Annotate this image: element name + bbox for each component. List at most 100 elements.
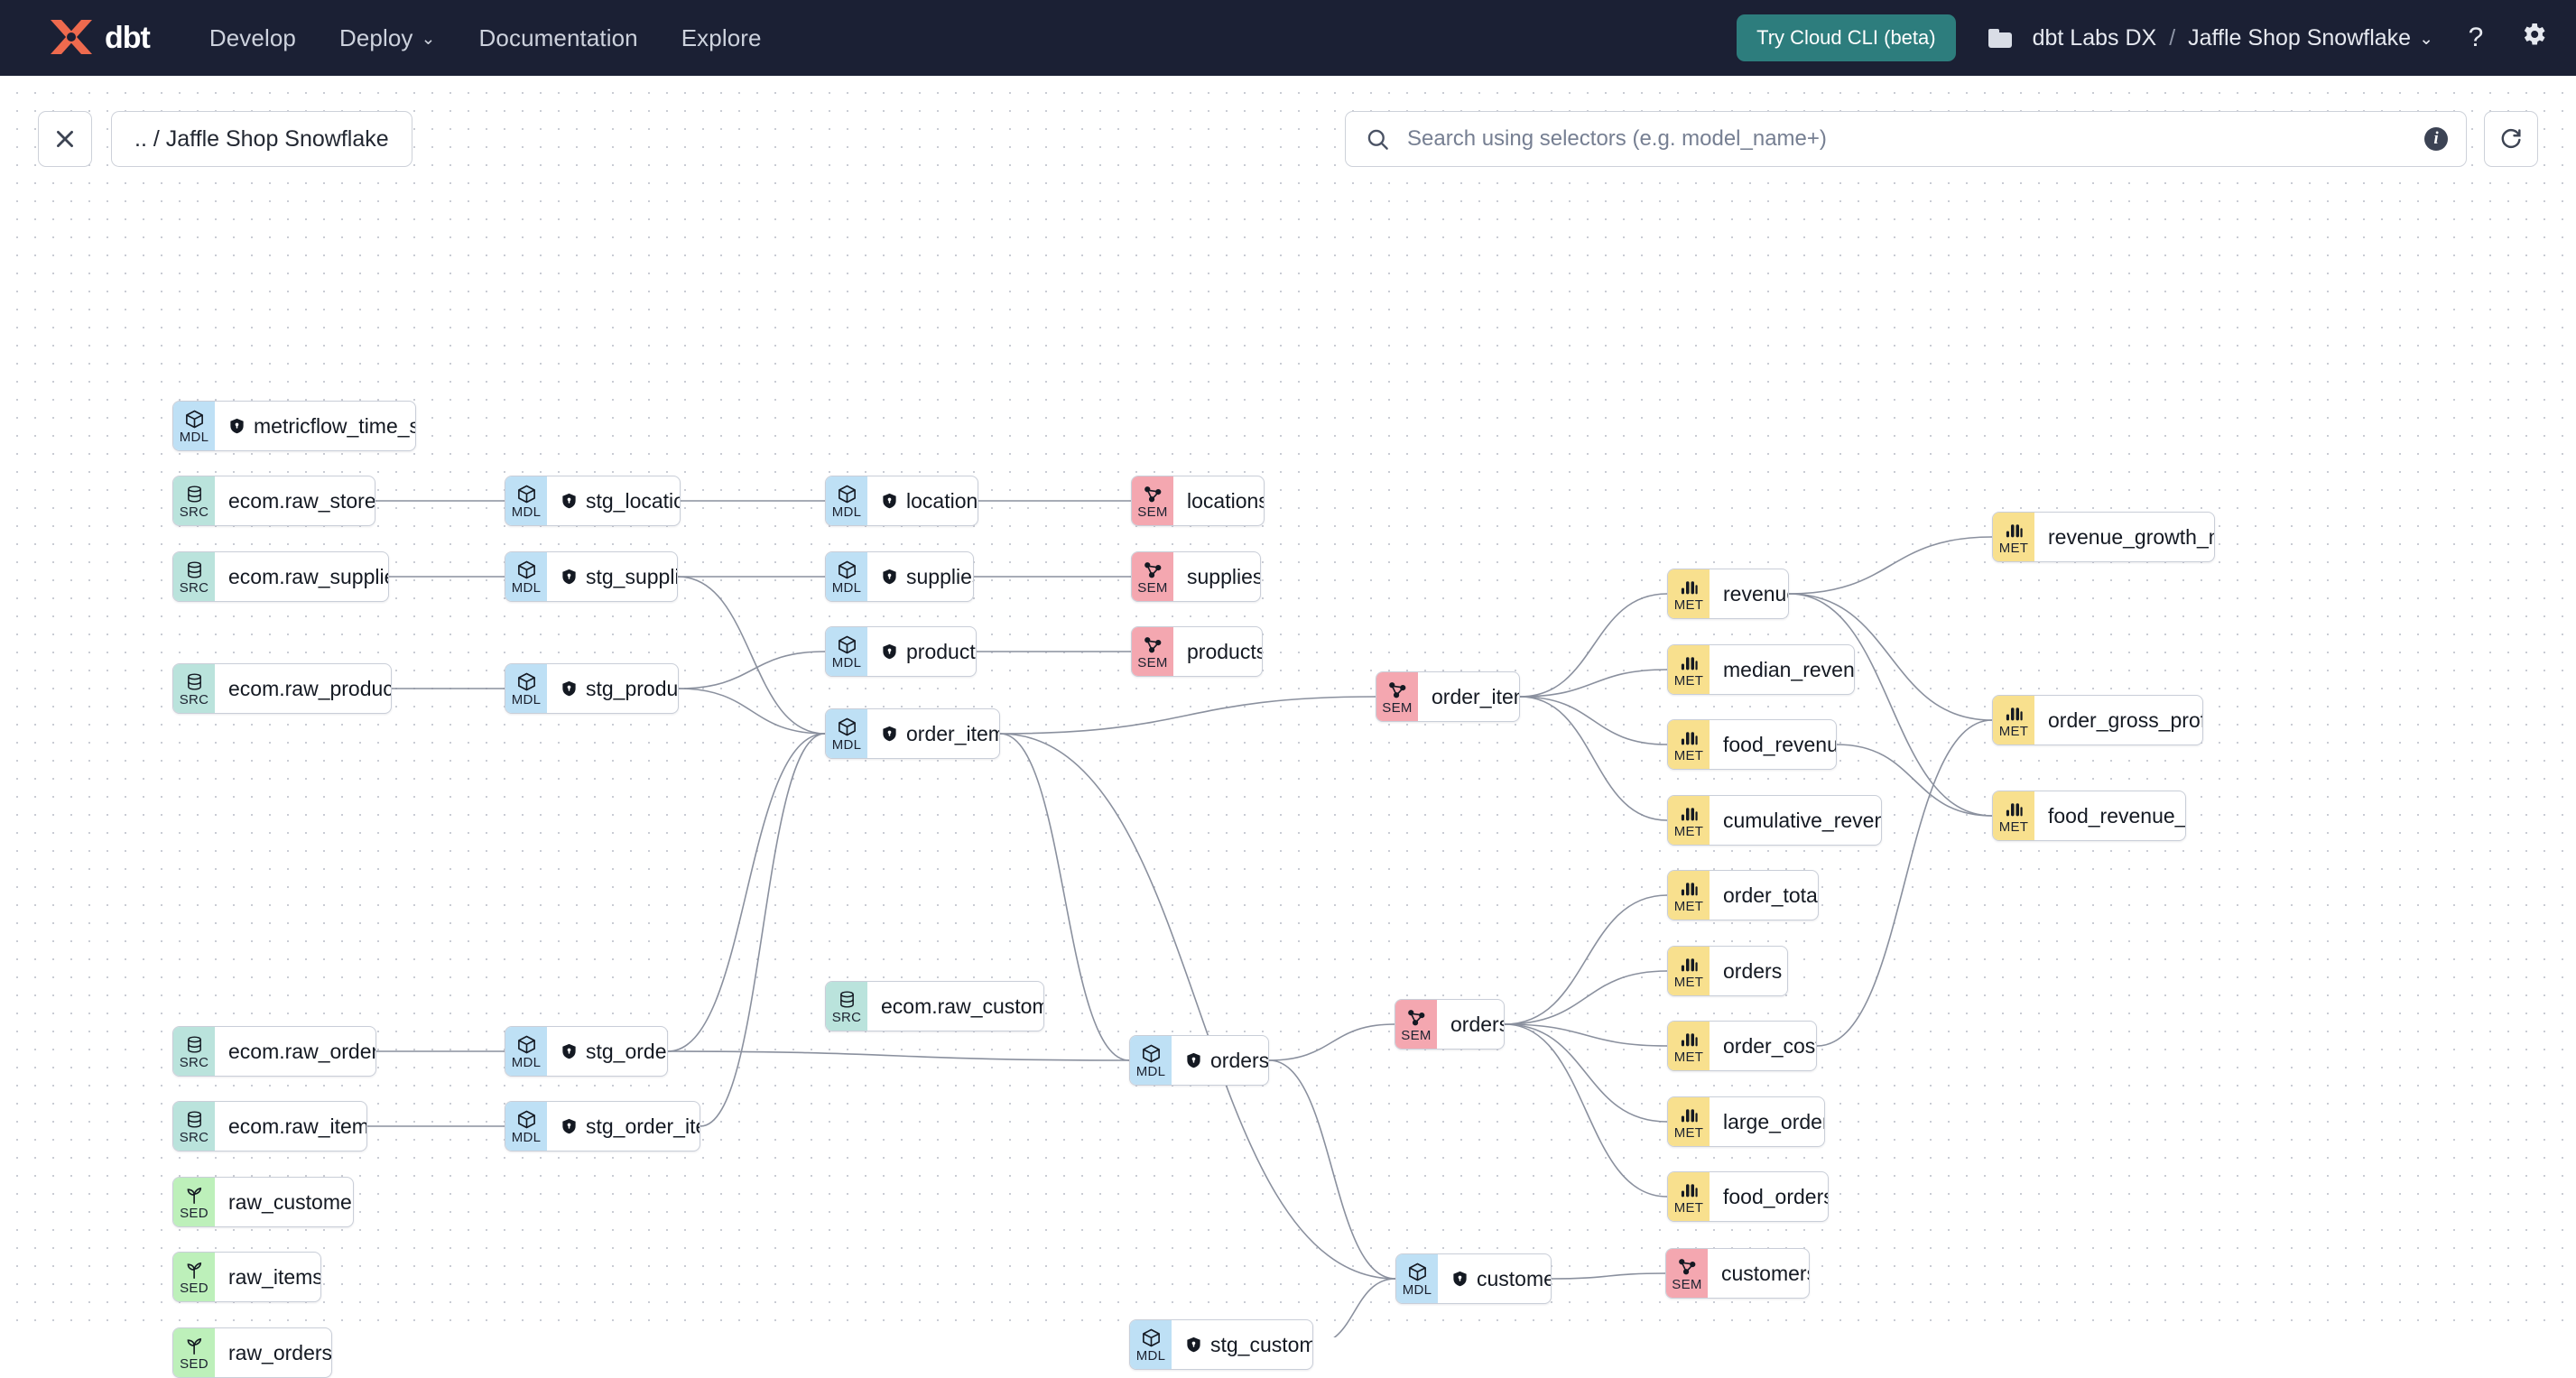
node-type-abbr: MDL	[831, 504, 862, 520]
shield-icon	[881, 568, 898, 586]
cube-icon	[516, 485, 537, 504]
node-label-wrap: products	[1173, 627, 1262, 676]
canvas-breadcrumb[interactable]: .. / Jaffle Shop Snowflake	[111, 111, 412, 167]
node-type-abbr: SEM	[1137, 580, 1168, 596]
graph-node-locations[interactable]: MDL locations	[825, 476, 978, 526]
node-label: food_revenue_pct	[2048, 803, 2186, 828]
search-info-icon[interactable]: i	[2424, 127, 2448, 151]
nav-link-deploy[interactable]: Deploy ⌄	[318, 0, 458, 76]
seedling-icon	[184, 1186, 205, 1206]
search-input[interactable]	[1405, 125, 2424, 153]
node-label: ecom.raw_products	[228, 676, 392, 700]
node-type-badge-met: MET	[1993, 513, 2034, 561]
refresh-button[interactable]	[2484, 111, 2538, 167]
nav-link-develop[interactable]: Develop	[188, 0, 318, 76]
database-icon	[185, 560, 204, 580]
dbt-logo-icon	[47, 16, 96, 60]
node-type-badge-sed: SED	[173, 1253, 215, 1301]
nav-link-documentation[interactable]: Documentation	[458, 0, 660, 76]
node-type-badge-mdl: MDL	[826, 476, 867, 525]
node-label: order_items	[906, 721, 999, 745]
node-label: products	[906, 639, 976, 663]
help-button[interactable]: ?	[2460, 23, 2491, 53]
cube-icon	[837, 635, 857, 655]
node-type-abbr: MDL	[831, 655, 862, 671]
node-type-badge-mdl: MDL	[505, 552, 547, 601]
account-name[interactable]: dbt Labs DX	[2032, 24, 2157, 51]
graph-node-customers_mdl[interactable]: MDLcustomers	[1395, 1253, 1552, 1304]
node-label: supplies	[1187, 564, 1261, 588]
dbt-logo[interactable]: dbt	[47, 16, 151, 60]
node-label: ecom.raw_customers	[881, 994, 1043, 1018]
graph-node-supplies[interactable]: MDLsupplies	[825, 551, 974, 602]
node-label-wrap: ecom.raw_products	[215, 664, 392, 713]
node-label-wrap: food_orders	[1710, 1172, 1828, 1221]
node-label-wrap: order_cost	[1710, 1022, 1816, 1070]
shield-icon	[881, 643, 898, 661]
settings-button[interactable]	[2518, 23, 2549, 53]
lineage-canvas[interactable]: MDLmetricflow_time_spineSRCecom.raw_stor…	[0, 76, 2576, 1378]
nav-link-explore[interactable]: Explore	[660, 0, 783, 76]
cube-icon	[516, 1035, 537, 1055]
project-name: Jaffle Shop Snowflake	[2188, 24, 2412, 51]
node-label-wrap: supplies	[1173, 552, 1261, 601]
shield-icon	[881, 492, 898, 510]
node-type-badge-mdl: MDL	[1396, 1254, 1438, 1303]
node-type-badge-mdl: MDL	[1130, 1320, 1172, 1369]
database-icon	[185, 1035, 204, 1055]
node-type-badge-met: MET	[1993, 696, 2034, 744]
project-selector[interactable]: Jaffle Shop Snowflake ⌄	[2188, 25, 2433, 51]
node-label-wrap: stg_orders	[547, 1027, 667, 1076]
search-bar[interactable]: i	[1345, 111, 2467, 167]
seedling-icon	[184, 1261, 205, 1281]
graph-node-products[interactable]: MDL products	[825, 626, 977, 677]
node-label: ecom.raw_items	[228, 1114, 367, 1138]
node-label-wrap: locations	[867, 476, 978, 525]
cube-icon	[1407, 1262, 1428, 1282]
node-label-wrap: raw_items	[215, 1253, 320, 1301]
node-label: food_revenue	[1723, 732, 1836, 756]
node-label-wrap: orders	[1437, 1000, 1504, 1049]
shield-icon	[1185, 1051, 1202, 1069]
node-label: order_item	[1432, 684, 1519, 708]
graph-node-sem_supplies[interactable]: SEM supplies	[1131, 551, 1261, 602]
close-button[interactable]	[38, 111, 92, 167]
graph-nodes-icon	[1387, 680, 1408, 700]
try-cloud-cli-button[interactable]: Try Cloud CLI (beta)	[1737, 14, 1956, 61]
